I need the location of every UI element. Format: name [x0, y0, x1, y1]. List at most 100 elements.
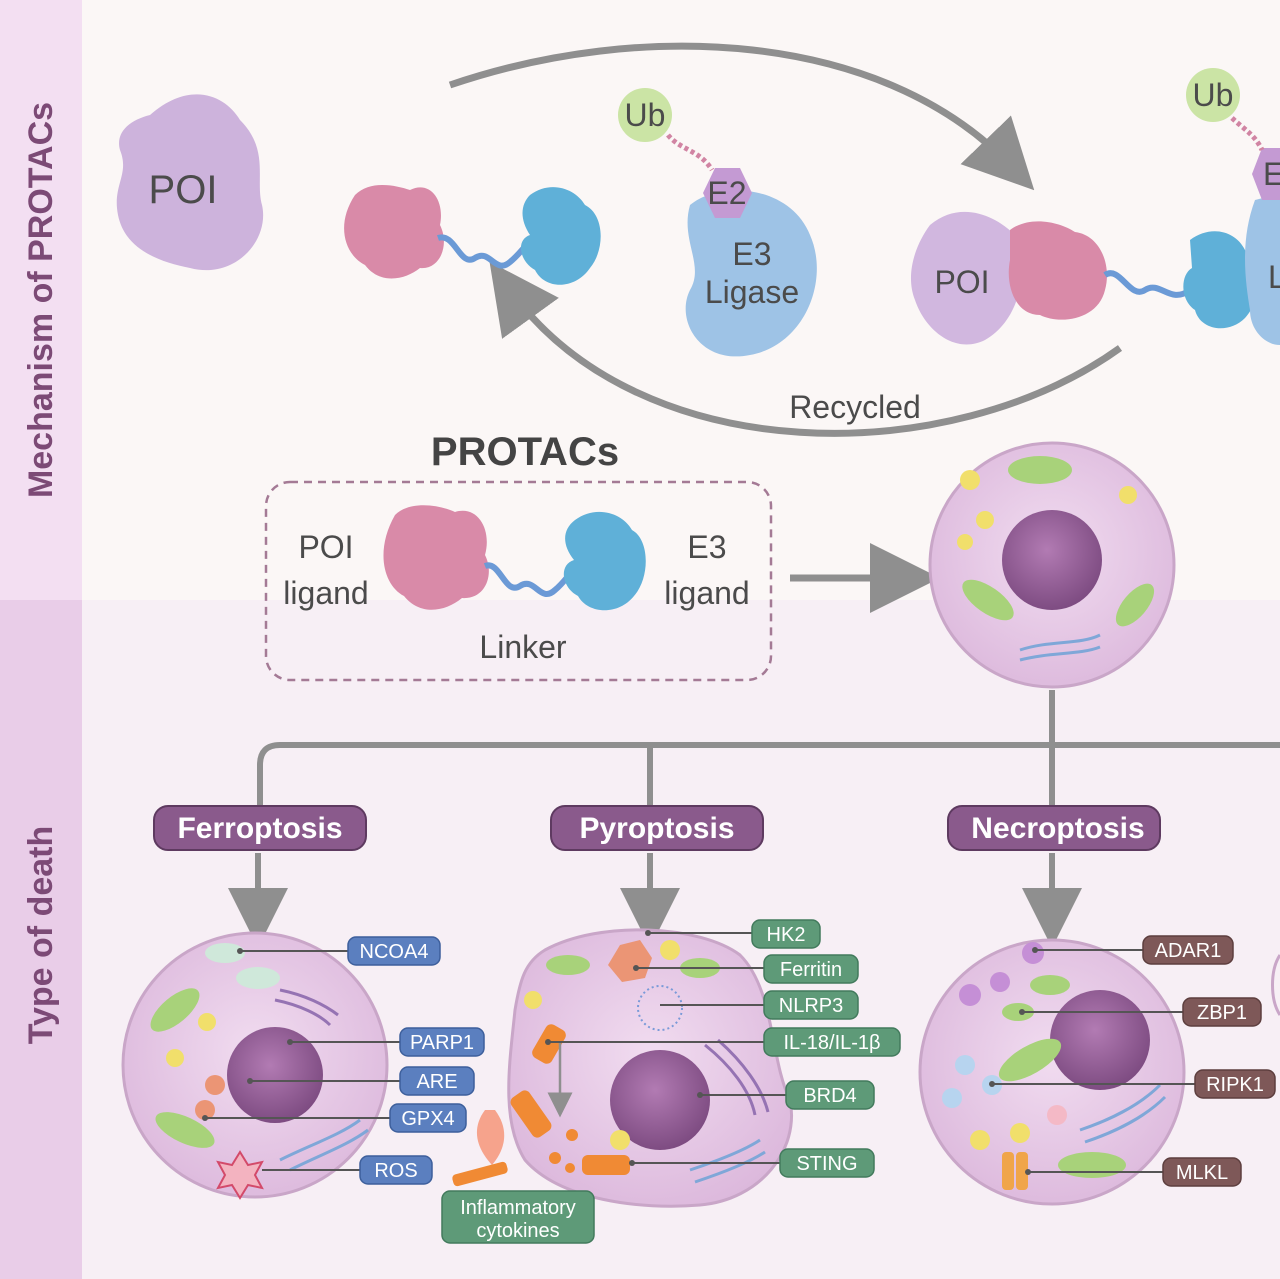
linker-label: Linker: [479, 629, 567, 665]
tag-ros: [359, 1155, 433, 1185]
ferroptosis-mito-1: [150, 988, 200, 1032]
tag-zbp1: [1182, 997, 1262, 1027]
gsdmd-pore-2: [510, 1090, 552, 1138]
ferroptosis-er: [279, 1118, 369, 1172]
tag-gpx4-label: GPX4: [401, 1108, 454, 1130]
recycled-label: Recycled: [789, 389, 921, 425]
central-dot-4: [1119, 486, 1137, 504]
binding-arrow: [448, 42, 1035, 191]
tag-inflammatory-label-line2: cytokines: [476, 1220, 559, 1242]
necroptosis-mito-3: [1058, 1152, 1126, 1178]
tag-are-label: ARE: [416, 1071, 457, 1093]
tag-ros-label: ROS: [374, 1160, 417, 1182]
e3-ligand-shape: [520, 187, 601, 285]
pyroptosis-fragment-3: [565, 1163, 575, 1173]
complex-l-label: L: [1268, 259, 1280, 295]
tag-brd4: [785, 1080, 875, 1110]
necroptosis-er: [1079, 1083, 1167, 1144]
ferroptosis-dot-1: [198, 1013, 216, 1031]
ferroptosis-cell: [121, 931, 389, 1200]
tree-horizontal-line: [257, 742, 1280, 810]
pyroptosis-dot-1: [660, 940, 680, 960]
tag-nlrp3-label: NLRP3: [779, 995, 843, 1017]
tag-parp1: [399, 1027, 485, 1057]
poi-shape: [116, 94, 264, 271]
pill-necroptosis-label: Necroptosis: [971, 812, 1144, 845]
tag-inflammatory-label-line1: Inflammatory: [460, 1197, 576, 1219]
tag-il18-label: IL-18/IL-1β: [783, 1032, 880, 1054]
complex-e2-shape: [1252, 148, 1280, 200]
tag-mlkl-label: MLKL: [1176, 1162, 1228, 1184]
box-poi-ligand: [383, 505, 489, 610]
tag-gpx4: [389, 1103, 467, 1133]
complex-e3-ligand: [1183, 231, 1258, 329]
tag-il18: [763, 1027, 901, 1057]
tag-ferritin-label: Ferritin: [780, 959, 842, 981]
complex-e3-ligase: [1245, 195, 1280, 345]
tag-brd4-label: BRD4: [803, 1085, 856, 1107]
poi-label: POI: [149, 168, 218, 212]
ferroptosis-tags: NCOA4 PARP1 ARE GPX4 ROS: [202, 936, 485, 1185]
e3-ligase-label-line1: E3: [732, 236, 771, 272]
central-mito-2: [962, 579, 1014, 621]
necroptosis-dot-3: [990, 972, 1010, 992]
central-mito-3: [1115, 583, 1155, 627]
tag-are: [399, 1066, 475, 1096]
necroptosis-dot-1: [1022, 942, 1044, 964]
necroptosis-cell: [918, 938, 1186, 1206]
flame-icon: [476, 1110, 505, 1165]
pyroptosis-fragment-2: [549, 1152, 561, 1164]
ub-shape: [618, 88, 672, 142]
tag-parp1-label: PARP1: [410, 1032, 474, 1054]
central-dot-2: [976, 511, 994, 529]
necroptosis-dot-8: [970, 1130, 990, 1150]
ferroptosis-dot-4: [195, 1100, 215, 1120]
necroptosis-dot-6: [942, 1088, 962, 1108]
complex-poi-ligand: [1008, 221, 1107, 320]
pill-necroptosis: Necroptosis: [947, 805, 1161, 851]
tag-sting: [779, 1148, 875, 1178]
protacs-box-molecule: [383, 505, 646, 611]
tag-sting-label: STING: [796, 1153, 857, 1175]
pill-ferroptosis-label: Ferroptosis: [177, 812, 342, 845]
nlrp3-inflammasome-icon: [637, 985, 683, 1031]
central-dot-1: [960, 470, 980, 490]
complex-ub-chain: [1230, 116, 1265, 152]
tag-inflammatory-cytokines: [441, 1190, 595, 1244]
complex-linker: [1103, 270, 1192, 298]
central-er: [1019, 633, 1101, 662]
tag-hk2-label: HK2: [767, 924, 806, 946]
protacs-title: PROTACs: [431, 430, 619, 474]
mlkl-pore-2: [1016, 1152, 1028, 1190]
pyroptosis-cell: [452, 928, 793, 1208]
necroptosis-mito-2: [998, 1038, 1062, 1082]
ferroptosis-mito-2: [155, 1112, 215, 1148]
tag-hk2: [751, 919, 821, 949]
necroptosis-dot-9: [1010, 1123, 1030, 1143]
poi-ligand-line1: POI: [298, 529, 353, 565]
pyroptosis-nucleus: [610, 1050, 710, 1150]
tag-ferritin: [763, 954, 859, 984]
pill-pyroptosis: Pyroptosis: [550, 805, 764, 851]
e2-label: E2: [707, 175, 746, 211]
tag-ripk1-label: RIPK1: [1206, 1074, 1264, 1096]
ferroptosis-dot-2: [166, 1049, 184, 1067]
ferroptosis-golgi: [274, 988, 339, 1027]
complex-poi-label: POI: [934, 264, 989, 300]
pill-ferroptosis: Ferroptosis: [153, 805, 367, 851]
necroptosis-dot-2: [959, 984, 981, 1006]
e3-ligand-line1: E3: [687, 529, 726, 565]
central-mito-1: [1008, 456, 1072, 484]
central-cell: [928, 441, 1176, 689]
ferroptosis-vesicle-1: [205, 943, 245, 963]
necroptosis-mito-1: [1030, 975, 1070, 995]
offscreen-cell-edge: [1271, 954, 1280, 1016]
tag-adar1: [1142, 935, 1234, 965]
e3-ligase-label-line2: Ligase: [705, 274, 799, 310]
ros-star-icon: [216, 1150, 264, 1200]
tag-ncoa4: [347, 936, 441, 966]
complex-ub-label: Ub: [1193, 77, 1234, 113]
box-e3-ligand: [563, 511, 646, 611]
